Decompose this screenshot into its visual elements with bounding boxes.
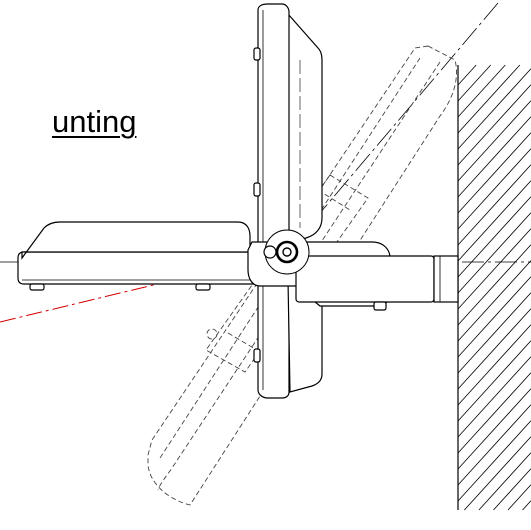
hatch-line <box>457 100 531 182</box>
pivot-small-circle <box>263 245 277 259</box>
hatch-line <box>457 260 531 342</box>
hatch-line <box>457 228 531 310</box>
hatch-line <box>457 356 531 438</box>
hatch-line <box>457 148 531 230</box>
horizontal-lamp-foot-1 <box>29 283 45 291</box>
hatch-line <box>522 500 531 511</box>
hatch-line <box>457 324 531 406</box>
arm-foot <box>373 301 387 311</box>
horizontal-lamp <box>17 221 273 291</box>
hatch-line <box>457 276 531 358</box>
ghost-screw-2 <box>206 328 218 340</box>
hatch-line <box>493 468 531 511</box>
hatch-line <box>457 372 531 454</box>
vertical-lamp-foot-1 <box>253 182 261 197</box>
pivot-joint <box>263 229 310 275</box>
hatch-line <box>507 484 531 511</box>
hatch-line <box>457 196 531 278</box>
hatch-line <box>457 68 531 150</box>
page-title: unting <box>52 104 137 139</box>
ghost-lamp-inner <box>157 61 441 491</box>
hatch-line <box>457 164 531 246</box>
horizontal-lamp-foot-2 <box>195 283 211 291</box>
hatch-line <box>457 292 531 374</box>
arm-body <box>295 255 435 303</box>
hatch-line <box>457 84 531 166</box>
wall <box>457 64 531 511</box>
pivot-bolt-center <box>282 247 292 257</box>
hatch-line <box>457 404 531 486</box>
hatch-line <box>457 132 531 214</box>
vertical-lamp-foot-2 <box>253 348 261 363</box>
hatch-line <box>457 388 531 470</box>
hatch-line <box>464 436 531 511</box>
horizontal-lamp-glass <box>21 221 251 260</box>
wall-hatching <box>457 64 531 511</box>
wall-bracket <box>433 255 459 303</box>
hatch-line <box>457 64 492 102</box>
ghost-heatsink <box>205 174 369 373</box>
hatch-line <box>457 244 531 326</box>
hatch-line <box>478 452 531 511</box>
horizontal-lamp-housing <box>17 251 273 285</box>
hatch-line <box>457 212 531 294</box>
vertical-lamp <box>253 3 323 399</box>
ghost-lamp-outer <box>147 45 457 506</box>
hatch-line <box>457 64 477 86</box>
vertical-lamp-foot-3 <box>253 47 261 61</box>
hatch-line <box>457 308 531 390</box>
hatch-line <box>457 180 531 262</box>
vertical-lamp-glass <box>287 12 323 243</box>
hatch-line <box>457 64 506 118</box>
hatch-line <box>457 420 531 502</box>
hatch-line <box>457 64 521 134</box>
vertical-lamp-housing <box>257 3 290 399</box>
hatch-line <box>457 340 531 422</box>
hatch-line <box>457 116 531 198</box>
